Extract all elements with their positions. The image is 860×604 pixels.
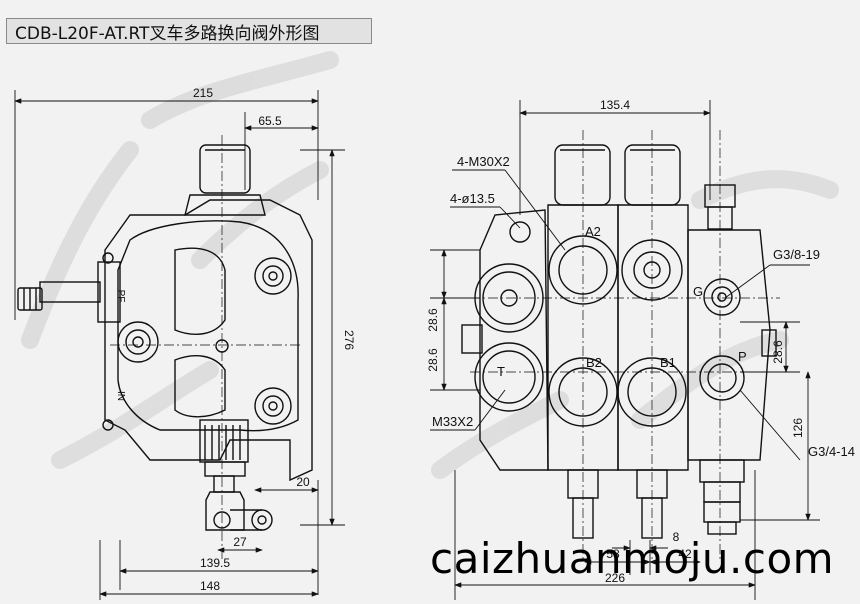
dim-215: 215 — [193, 86, 213, 100]
dim-27: 27 — [233, 535, 247, 549]
callout-leaders — [430, 169, 810, 461]
dim-8: 8 — [673, 530, 680, 544]
dim-28-6-bottom: 28.6 — [426, 348, 440, 372]
dim-28-6-top: 28.6 — [426, 308, 440, 332]
dim-276: 276 — [342, 330, 356, 350]
right-dimensions — [430, 100, 820, 600]
site-watermark: caizhuanmoju.com — [430, 534, 835, 583]
dim-65-5: 65.5 — [258, 114, 282, 128]
callout-g3-8-19: G3/8-19 — [773, 247, 820, 262]
callout-m30x2: 4-M30X2 — [457, 154, 510, 169]
callout-m33x2: M33X2 — [432, 414, 473, 429]
port-t: T — [497, 364, 505, 379]
port-label-pf: PF — [115, 290, 126, 303]
left-dimensions — [14, 90, 345, 600]
port-p: P — [738, 349, 747, 364]
left-body-outline — [104, 199, 313, 482]
port-b1: B1 — [660, 355, 676, 370]
section-b1 — [617, 204, 689, 471]
drawing-title: CDB-L20F-AT.RT叉车多路换向阀外形图 — [6, 18, 372, 44]
drawing-title-text: CDB-L20F-AT.RT叉车多路换向阀外形图 — [15, 23, 320, 44]
dim-126: 126 — [791, 418, 805, 438]
dim-135-4: 135.4 — [600, 98, 630, 112]
right-view — [430, 100, 820, 600]
dim-58: 58 — [606, 547, 620, 561]
port-a2: A2 — [585, 224, 601, 239]
end-cover-port-t — [474, 342, 544, 412]
left-view — [14, 90, 345, 600]
port-label-in: IN — [115, 391, 126, 401]
dim-148: 148 — [200, 579, 220, 593]
end-cover-port-top — [474, 263, 544, 333]
inlet-section — [687, 229, 771, 461]
left-port-circle — [117, 321, 159, 363]
dim-226: 226 — [605, 571, 625, 585]
dim-139-5: 139.5 — [200, 556, 230, 570]
port-g: G — [693, 284, 703, 299]
dim-28-6-right: 28.6 — [771, 340, 785, 364]
callout-g3-4-14: G3/4-14 — [808, 444, 855, 459]
dim-42: 42 — [678, 547, 692, 561]
callout-dia-13-5: 4-ø13.5 — [450, 191, 495, 206]
right-view-labels: 135.4 28.6 28.6 28.6 126 8 58 42 226 4-M… — [426, 98, 855, 585]
port-b2: B2 — [586, 355, 602, 370]
dim-20: 20 — [296, 475, 310, 489]
top-cap-shape — [199, 144, 251, 194]
left-dimension-labels: 215 65.5 276 20 27 139.5 148 PF IN — [115, 86, 356, 593]
side-fitting-shape — [39, 281, 101, 303]
